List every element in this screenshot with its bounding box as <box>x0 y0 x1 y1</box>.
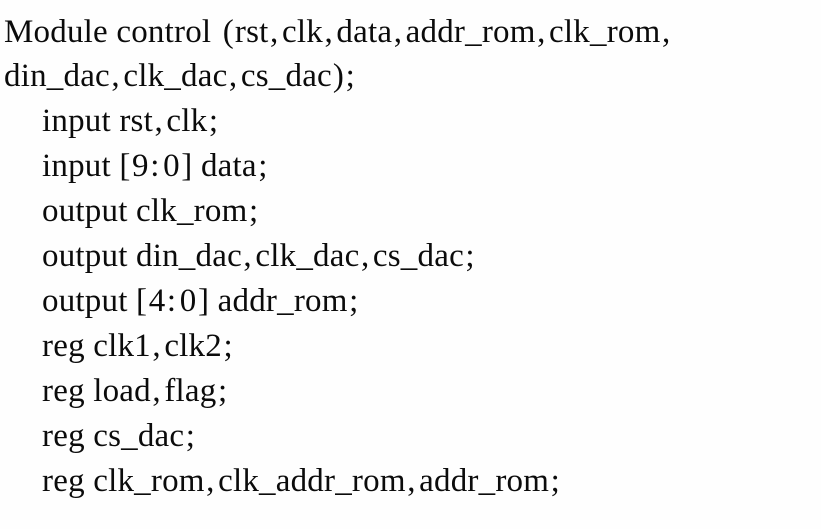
code-line: output [4:0] addr_rom; <box>42 283 359 319</box>
code-line: output clk_rom; <box>42 193 259 229</box>
code-line: reg clk_rom,clk_addr_rom,addr_rom; <box>42 463 560 499</box>
code-line: output din_dac,clk_dac,cs_dac; <box>42 238 475 274</box>
code-line: Module control (rst,clk,data,addr_rom,cl… <box>4 14 671 50</box>
code-line: input [9:0] data; <box>42 148 268 184</box>
code-line: din_dac,clk_dac,cs_dac); <box>4 58 355 94</box>
code-line: reg clk1,clk2; <box>42 328 233 364</box>
code-line: reg cs_dac; <box>42 418 196 454</box>
code-line: input rst,clk; <box>42 103 219 139</box>
code-line: reg load,flag; <box>42 373 228 409</box>
